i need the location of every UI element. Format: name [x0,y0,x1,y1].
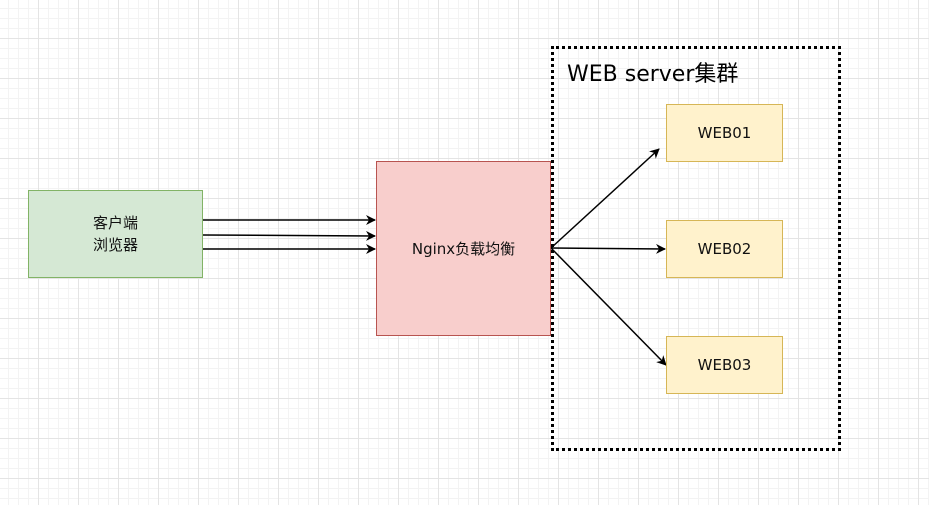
client-to-nginx-arrow-2 [202,230,376,241]
nginx-to-web03-arrow [550,247,667,366]
web02-label: WEB02 [697,240,752,258]
web03-label: WEB03 [697,356,752,374]
client-browser-node[interactable]: 客户端 浏览器 [28,190,203,278]
nginx-to-web02-arrow [550,243,666,254]
client-label-line2: 浏览器 [92,236,138,254]
nginx-load-balancer-node[interactable]: Nginx负载均衡 [376,161,551,336]
nginx-to-web01-arrow [550,148,660,249]
web-server-cluster-group[interactable] [551,46,841,451]
client-label-line1: 客户端 [92,214,138,232]
nginx-label: Nginx负载均衡 [411,240,516,258]
web01-server-node[interactable]: WEB01 [666,104,783,162]
web01-label: WEB01 [697,124,752,142]
cluster-title: WEB server集群 [567,62,739,87]
web02-server-node[interactable]: WEB02 [666,220,783,278]
web03-server-node[interactable]: WEB03 [666,336,783,394]
